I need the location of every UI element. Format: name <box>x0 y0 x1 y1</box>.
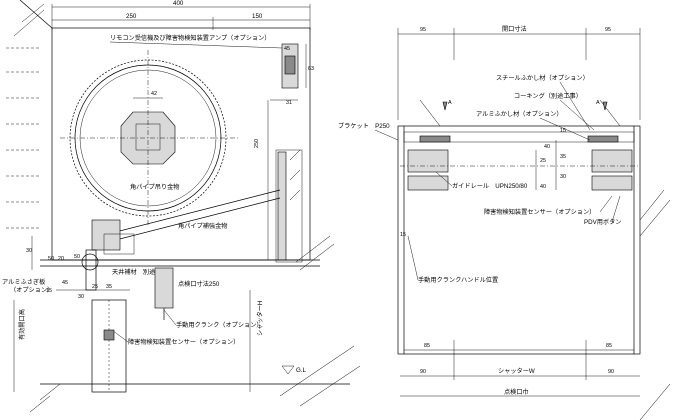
dim-90b: 90 <box>608 369 614 375</box>
dim-25: 25 <box>92 284 98 290</box>
dim-45b: 45 <box>62 280 68 286</box>
label-aluminum-cover: アルミふさぎ板 <box>2 278 45 286</box>
dim-r-25: 25 <box>540 158 546 164</box>
dim-50b: 50 <box>48 256 54 262</box>
dim-top-left: 250 <box>126 13 137 20</box>
dim-31: 31 <box>286 100 292 106</box>
dim-85a: 85 <box>424 343 430 349</box>
dim-45: 45 <box>284 46 290 52</box>
dim-15: 15 <box>46 288 52 294</box>
label-bracket: ブラケット P250 <box>338 122 390 130</box>
dim-30: 30 <box>26 248 32 254</box>
dim-top-right: 150 <box>252 13 263 20</box>
label-obstacle-sensor-r: 障害物検知装置センサー（オプション） <box>484 208 595 216</box>
dim-95a: 95 <box>420 27 426 33</box>
label-ceiling-base: 天井補材 別途工事 <box>112 268 168 276</box>
dim-top-open: 開口寸法 <box>502 25 527 33</box>
dim-inspection-w: 点検口巾 <box>504 388 529 396</box>
label-gl: G.L <box>296 367 307 374</box>
label-manual-crank-pos: 手動用クランクハンドル位置 <box>418 276 498 284</box>
label-shutter-h: シャッターH <box>256 301 264 336</box>
mark-a2: A <box>596 100 600 106</box>
dim-r-15: 15 <box>560 128 566 134</box>
dim-42: 42 <box>151 91 157 97</box>
dim-85b: 85 <box>606 343 612 349</box>
dim-r-35: 35 <box>560 154 566 160</box>
manual-crank <box>154 267 174 309</box>
dim-r-15b: 15 <box>400 232 406 238</box>
dim-90a: 90 <box>420 369 426 375</box>
label-square-pipe-hanger: 角パイプ吊り金物 <box>130 183 180 191</box>
label-inspection-opening: 点検口寸法250 <box>178 280 220 288</box>
label-aluminum-cover-r: アルミふかし材（オプション） <box>476 110 563 118</box>
dim-95b: 95 <box>605 27 611 33</box>
dim-r-30: 30 <box>560 174 566 180</box>
label-opening-h: 有効開口高 <box>18 309 26 340</box>
dim-30b: 30 <box>78 294 84 300</box>
label-guide-rail: ガイドレール UPN250/80 <box>452 182 528 190</box>
label-remote-amp: リモコン受信機及び障害物検知装置アンプ（オプション） <box>110 34 270 42</box>
right-plan-view: 開口寸法 95 95 A A スチールふかし材（オプション） コーキング（別途工… <box>338 25 671 420</box>
shutter-coil-outer <box>69 59 227 217</box>
dim-63: 63 <box>308 66 314 72</box>
label-square-pipe-reinforce: 角パイプ補強金物 <box>178 222 228 230</box>
label-pdv-button: PDV用ボタン <box>584 218 621 226</box>
label-steel-cover: スチールふかし材（オプション） <box>496 74 589 82</box>
dim-35: 35 <box>106 284 112 290</box>
mark-a1: A <box>448 100 452 106</box>
label-manual-crank: 手動用クランク（オプション） <box>176 321 263 329</box>
dim-r-40: 40 <box>544 144 550 150</box>
dim-50: 50 <box>74 254 80 260</box>
dim-250: 250 <box>254 139 260 148</box>
label-obstacle-sensor: 障害物検知装置センサー（オプション） <box>128 338 239 346</box>
dim-top-total: 400 <box>173 0 184 7</box>
dim-shutter-w: シャッターW <box>498 367 535 375</box>
dim-20: 20 <box>58 256 64 262</box>
label-aluminum-option: （オプション） <box>10 287 53 294</box>
dim-r-40b: 40 <box>540 184 546 190</box>
label-caulking: コーキング（別途工事） <box>514 92 582 100</box>
left-section-view: 400 250 150 63 45 31 42 リモコン受信機及び障害物検知装置… <box>2 0 361 413</box>
